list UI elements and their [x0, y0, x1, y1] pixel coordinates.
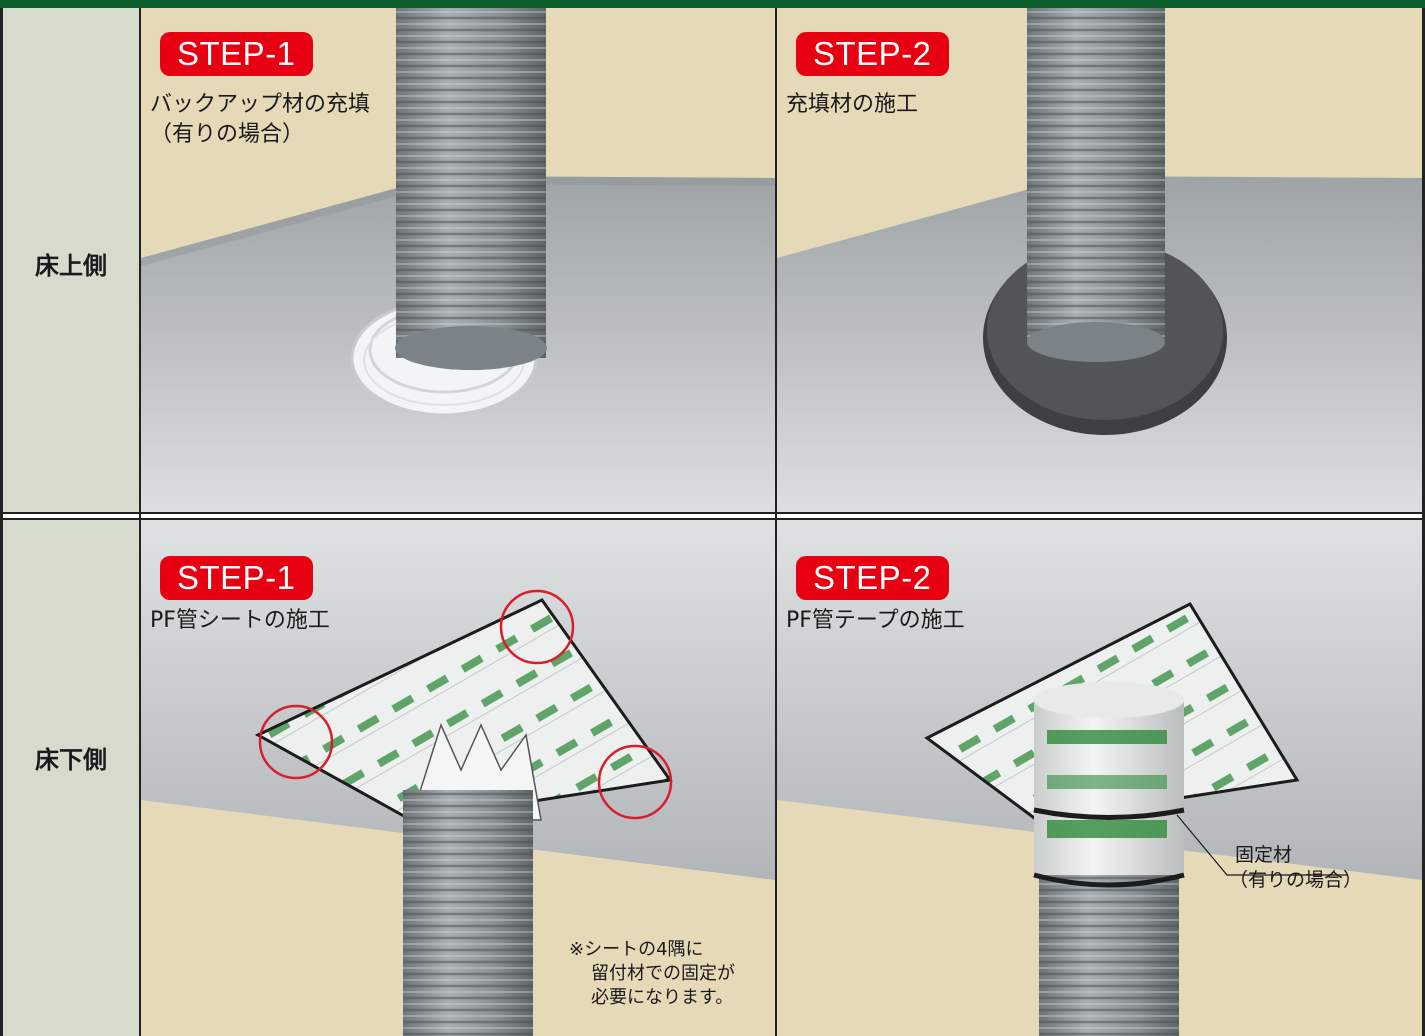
illustration-filler-application — [777, 8, 1422, 512]
step-badge: STEP-1 — [160, 32, 313, 76]
callout-line: 固定材 — [1229, 843, 1362, 868]
step-caption: 充填材の施工 — [786, 90, 918, 120]
row-label-lower: 床下側 — [3, 740, 139, 775]
grid-line — [139, 8, 141, 1036]
panel-upper-step2: STEP-2 充填材の施工 — [777, 8, 1422, 512]
callout-line: （有りの場合） — [1229, 868, 1362, 893]
step-badge: STEP-2 — [796, 556, 949, 600]
row-label-upper: 床上側 — [3, 246, 139, 281]
grid-line — [775, 8, 777, 1036]
grid-line — [0, 518, 1425, 520]
illustration-backup-filling — [141, 8, 775, 512]
header-bar — [0, 0, 1425, 8]
note-text: ※シートの4隅に 留付材での固定が 必要になります。 — [569, 938, 735, 1010]
step-caption: PF管シートの施工 — [150, 606, 330, 636]
panel-lower-step1: STEP-1 PF管シートの施工 ※シートの4隅に 留付材での固定が 必要になり… — [141, 520, 775, 1036]
row-header-upper: 床上側 — [3, 8, 139, 512]
caption-line: （有りの場合） — [150, 120, 370, 150]
note-line: 必要になります。 — [569, 986, 735, 1010]
step-caption: バックアップ材の充填 （有りの場合） — [150, 90, 370, 150]
note-line: 留付材での固定が — [569, 962, 735, 986]
row-header-lower: 床下側 — [3, 520, 139, 1036]
panel-lower-step2: STEP-2 PF管テープの施工 固定材 （有りの場合） — [777, 520, 1422, 1036]
step-caption: PF管テープの施工 — [786, 606, 965, 636]
grid-line — [0, 8, 3, 1036]
step-badge: STEP-2 — [796, 32, 949, 76]
panel-upper-step1: STEP-1 バックアップ材の充填 （有りの場合） — [141, 8, 775, 512]
callout-label: 固定材 （有りの場合） — [1229, 843, 1362, 893]
step-badge: STEP-1 — [160, 556, 313, 600]
caption-line: バックアップ材の充填 — [150, 90, 370, 120]
grid-line — [0, 512, 1425, 514]
note-line: ※シートの4隅に — [569, 938, 735, 962]
